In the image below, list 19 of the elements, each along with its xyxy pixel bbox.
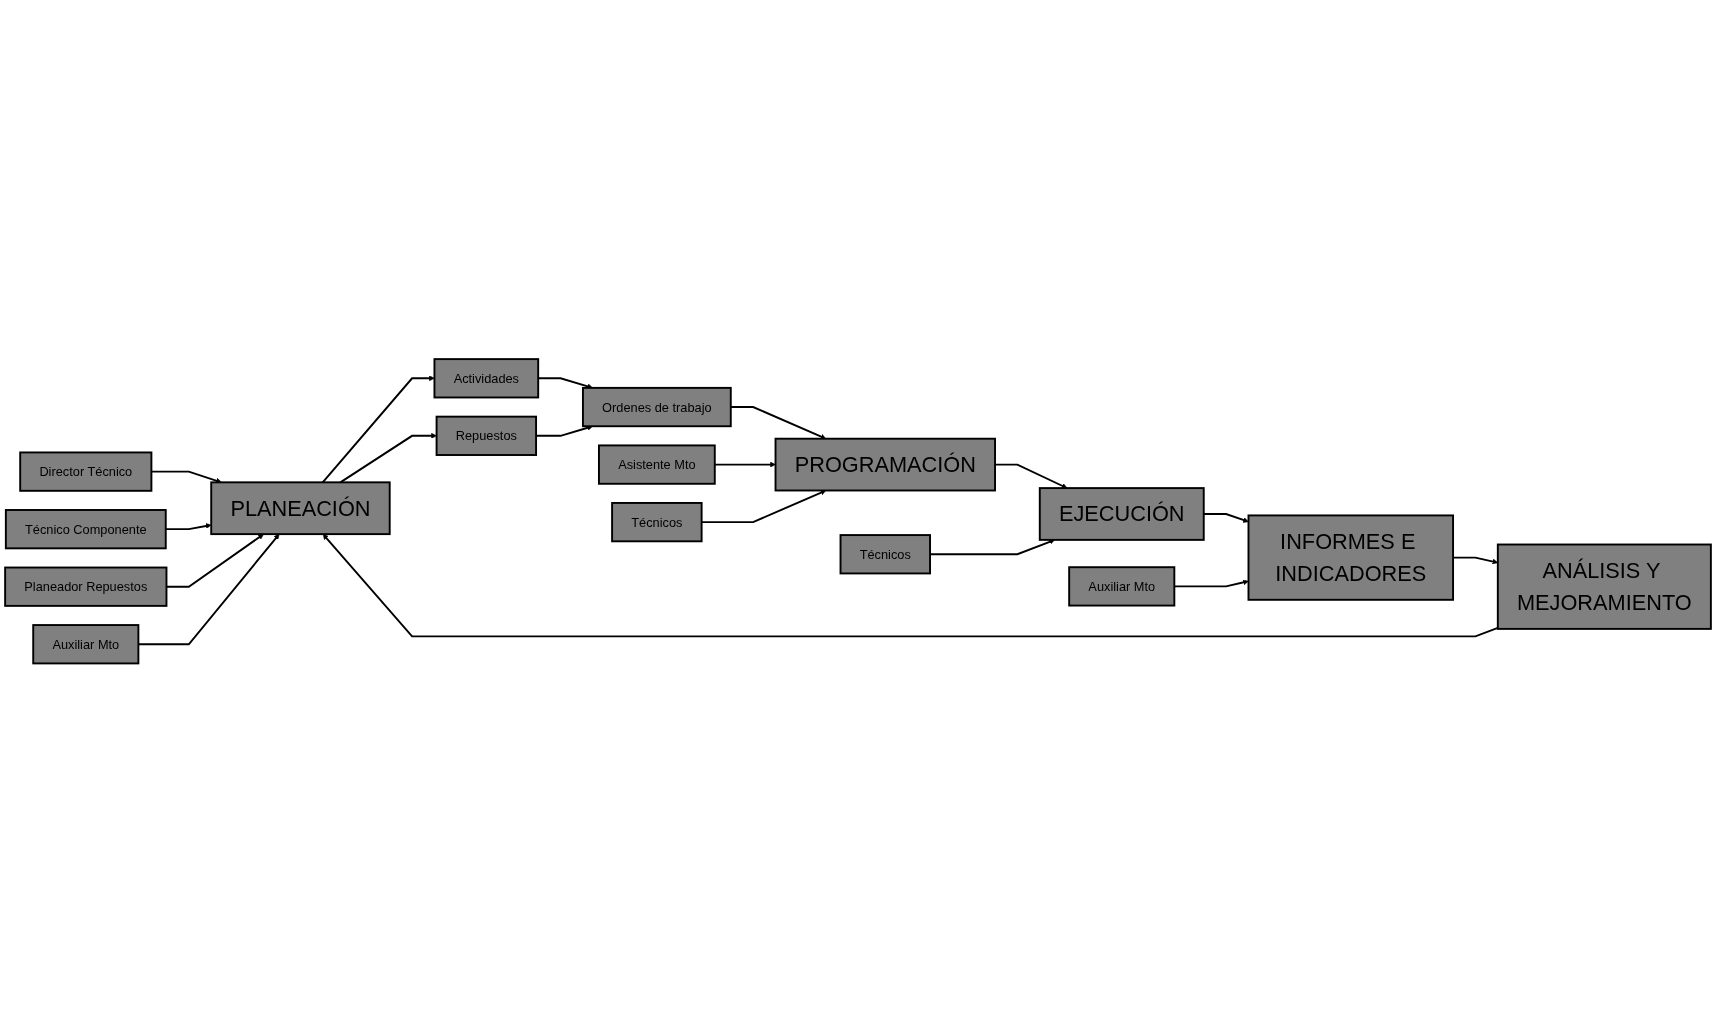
node-box: Planeador Repuestos xyxy=(4,566,168,607)
node-box: Ordenes de trabajo xyxy=(582,386,732,427)
node-box: INFORMES E INDICADORES xyxy=(1247,514,1454,601)
arrow xyxy=(322,533,1499,638)
node-box: PROGRAMACIÓN xyxy=(774,437,996,492)
arrow xyxy=(321,375,435,484)
arrow xyxy=(339,432,437,484)
node-box: EJECUCIÓN xyxy=(1038,486,1205,541)
node-box: Técnico Componente xyxy=(4,508,167,550)
node-box: Auxiliar Mto xyxy=(1068,566,1176,607)
node-box: Actividades xyxy=(433,357,540,399)
node-box: ANÁLISIS Y MEJORAMIENTO xyxy=(1496,543,1712,630)
node-box: Técnicos xyxy=(611,501,703,542)
node-box: Asistente Mto xyxy=(598,444,716,485)
node-box: PLANEACIÓN xyxy=(210,481,391,535)
node-box: Auxiliar Mto xyxy=(32,623,140,665)
node-box: Director Técnico xyxy=(19,451,153,492)
node-box: Repuestos xyxy=(435,415,538,456)
node-box: Técnicos xyxy=(839,533,931,575)
